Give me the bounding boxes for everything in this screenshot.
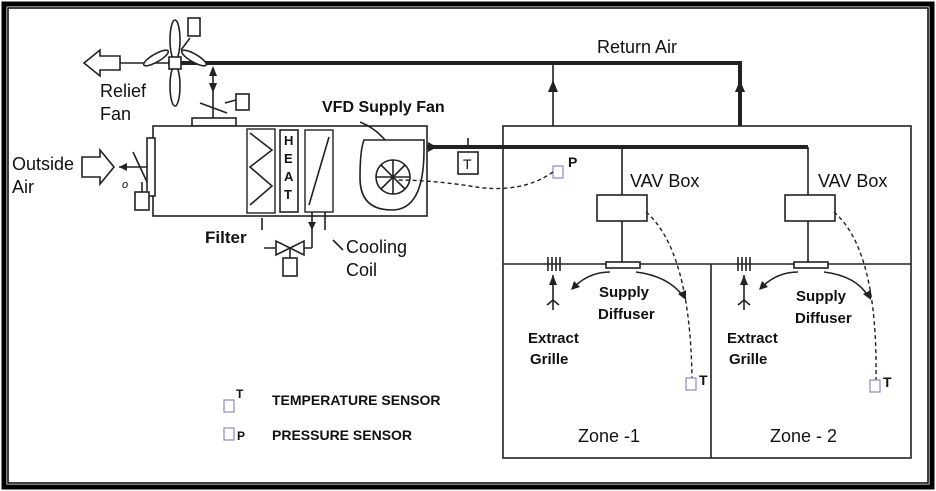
- extract-grille-2-label-line2: Grille: [729, 351, 767, 368]
- cooling-coil-label-line1: Cooling: [346, 237, 407, 257]
- outside-air-damper: [132, 151, 148, 183]
- valve-actuator: [282, 257, 298, 277]
- diffuser-2-arrow-left: [759, 281, 768, 290]
- vav-box-1-label: VAV Box: [630, 171, 699, 191]
- supply-outlet-arrow: [428, 142, 437, 152]
- mixed-air-damper: [199, 102, 228, 114]
- filter-icon: [246, 128, 276, 214]
- supply-diffuser-2-icon: [793, 261, 829, 269]
- relief-actuator: [187, 17, 201, 37]
- relief-actuator-link: [180, 37, 191, 51]
- cooling-pipe-arrow: [308, 222, 316, 230]
- supply-diffuser-2-label-line2: Diffuser: [795, 310, 852, 327]
- vav-box-2-label: VAV Box: [818, 171, 887, 191]
- legend-pressure-sensor-icon: [223, 427, 235, 441]
- vfd-supply-fan-label: VFD Supply Fan: [322, 99, 445, 116]
- relief-label-line1: Relief: [100, 81, 147, 101]
- zone-1-temp-signal: [645, 211, 693, 379]
- return-air-label: Return Air: [597, 37, 677, 57]
- zone-2-temp-signal: [833, 211, 877, 381]
- supply-diffuser-2-label-line1: Supply: [796, 288, 847, 305]
- diffuser-1-throw-right: [635, 271, 684, 297]
- return-arrow-right: [735, 80, 745, 92]
- heat-letter-h: H: [284, 133, 293, 148]
- cooling-coil-diagonal: [308, 136, 330, 206]
- legend: T TEMPERATURE SENSOR P PRESSURE SENSOR: [223, 387, 441, 443]
- vav-box-2: [784, 194, 836, 222]
- cooling-coil-label-line2: Coil: [346, 260, 377, 280]
- zone-1-temp-sensor-label: T: [699, 372, 708, 388]
- diffuser-1-arrow-right: [678, 290, 686, 300]
- outside-air-label-line1: Outside: [12, 154, 74, 174]
- legend-temp-symbol: T: [236, 387, 244, 401]
- zone-1-label: Zone -1: [578, 426, 640, 446]
- return-arrow-left: [548, 80, 558, 92]
- legend-pressure-symbol: P: [237, 429, 245, 443]
- relief-fan-icon: [142, 19, 208, 107]
- relief-air-arrow: [82, 48, 121, 78]
- legend-temp-sensor-icon: [223, 399, 235, 413]
- outside-air-arrow: [81, 147, 116, 187]
- extract-grille-1-icon: [547, 257, 561, 271]
- damper-symbol: o: [122, 179, 128, 191]
- supply-diffuser-1-icon: [605, 261, 641, 269]
- duct-pressure-sensor: [552, 165, 564, 179]
- zone-2-label: Zone - 2: [770, 426, 837, 446]
- duct-temp-sensor: [457, 151, 479, 175]
- heat-letter-t: T: [284, 187, 292, 202]
- mixed-air-arrow-down: [209, 83, 217, 93]
- extract-1-tail: [546, 298, 560, 306]
- building-outline: [502, 125, 912, 459]
- extract-2-tail: [737, 298, 751, 306]
- cooling-coil: [304, 129, 334, 213]
- inner-border: [7, 7, 929, 484]
- vfd-leader: [359, 121, 386, 141]
- filter-label: Filter: [205, 228, 247, 247]
- zone-1-temp-sensor: [685, 377, 697, 391]
- cooling-coil-leader: [332, 239, 344, 251]
- valve-left: [275, 239, 292, 257]
- diffuser-2-throw-left: [762, 271, 799, 287]
- supply-diffuser-1-label-line1: Supply: [599, 284, 650, 301]
- supply-diffuser-1-label-line2: Diffuser: [598, 306, 655, 323]
- extract-grille-1-label-line1: Extract: [528, 330, 579, 347]
- heat-letter-a: A: [284, 169, 294, 184]
- legend-temp-text: TEMPERATURE SENSOR: [272, 392, 441, 408]
- extract-2-arrow: [740, 275, 748, 285]
- relief-label-line2: Fan: [100, 104, 131, 124]
- vav-box-1: [596, 194, 648, 222]
- mixed-air-plate: [191, 117, 237, 127]
- heat-letter-e: E: [284, 151, 293, 166]
- outside-air-label-line2: Air: [12, 177, 34, 197]
- mixed-actuator-link: [224, 99, 237, 104]
- outside-damper-frame: [146, 137, 156, 197]
- duct-pressure-sensor-label: P: [568, 154, 577, 170]
- pressure-signal-line: [395, 171, 554, 190]
- extract-grille-2-icon: [737, 257, 751, 271]
- mixed-air-arrow-up: [209, 66, 217, 76]
- heating-coil: [279, 129, 299, 213]
- zone-2-temp-sensor: [869, 379, 881, 393]
- outside-air-actuator: [134, 191, 150, 211]
- legend-pressure-text: PRESSURE SENSOR: [272, 427, 412, 443]
- extract-grille-2-label-line1: Extract: [727, 330, 778, 347]
- mixed-air-actuator: [235, 93, 250, 111]
- diffuser-1-arrow-left: [571, 281, 580, 290]
- outside-air-inlet-arrow: [119, 163, 127, 171]
- extract-grille-1-label-line2: Grille: [530, 351, 568, 368]
- duct-temp-sensor-label: T: [463, 156, 472, 172]
- diffuser-1-throw-left: [574, 271, 611, 287]
- supply-fan-icon: [359, 139, 425, 211]
- zone-2-temp-sensor-label: T: [883, 374, 892, 390]
- extract-1-arrow: [549, 275, 557, 285]
- valve-right: [288, 239, 305, 257]
- diffuser-2-arrow-right: [863, 290, 871, 300]
